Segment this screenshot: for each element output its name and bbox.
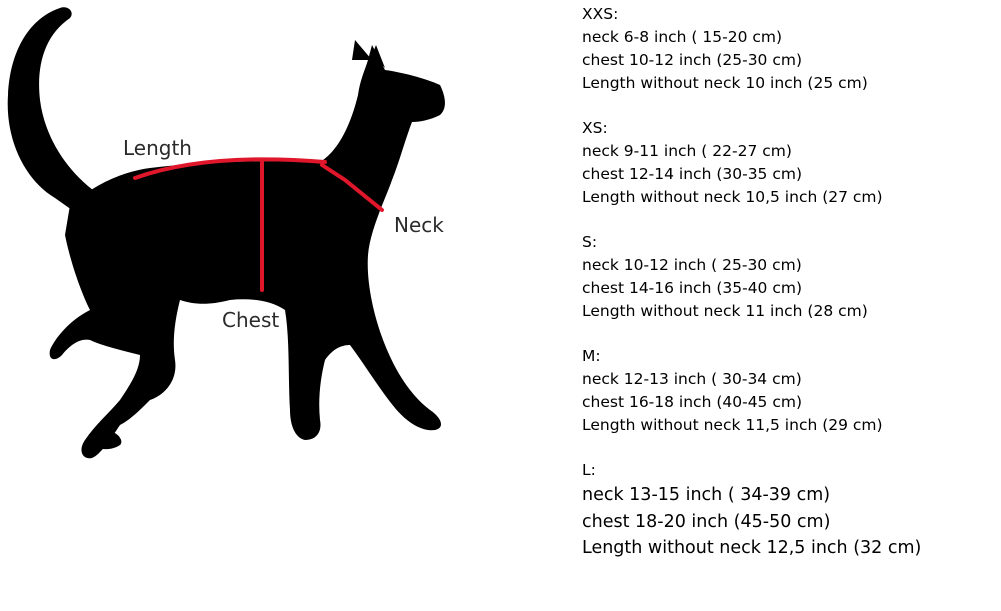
measurement-lines [133,157,384,292]
length-size: Length without neck 10 inch (25 cm) [582,74,868,92]
neck-size: neck 12-13 inch ( 30-34 cm) [582,370,802,388]
size-block-l: L: neck 13-15 inch ( 34-39 cm) chest 18-… [582,459,992,562]
cat-measurement-diagram: Length Chest Neck [7,7,445,459]
size-chart: XXS: neck 6-8 inch ( 15-20 cm) chest 10-… [582,3,992,584]
length-size: Length without neck 11,5 inch (29 cm) [582,416,883,434]
size-name: XS: [582,119,608,137]
size-name: M: [582,347,601,365]
length-size: Length without neck 12,5 inch (32 cm) [582,538,922,558]
neck-size: neck 9-11 inch ( 22-27 cm) [582,142,792,160]
size-block-xxs: XXS: neck 6-8 inch ( 15-20 cm) chest 10-… [582,3,992,95]
neck-size: neck 6-8 inch ( 15-20 cm) [582,28,783,46]
length-measure-line [133,157,327,180]
size-name: S: [582,233,598,251]
size-block-s: S: neck 10-12 inch ( 25-30 cm) chest 14-… [582,231,992,323]
neck-size: neck 10-12 inch ( 25-30 cm) [582,256,802,274]
chest-size: chest 14-16 inch (35-40 cm) [582,279,803,297]
neck-measure-line [320,163,384,212]
length-size: Length without neck 10,5 inch (27 cm) [582,188,883,206]
chest-size: chest 16-18 inch (40-45 cm) [582,393,803,411]
size-block-xs: XS: neck 9-11 inch ( 22-27 cm) chest 12-… [582,117,992,209]
size-block-m: M: neck 12-13 inch ( 30-34 cm) chest 16-… [582,345,992,437]
neck-label: Neck [394,213,444,237]
length-label: Length [123,136,192,160]
neck-size: neck 13-15 inch ( 34-39 cm) [582,485,831,505]
chest-size: chest 18-20 inch (45-50 cm) [582,511,831,532]
chest-size: chest 10-12 inch (25-30 cm) [582,51,803,69]
length-size: Length without neck 11 inch (28 cm) [582,302,868,320]
cat-silhouette [7,7,445,459]
chest-label: Chest [222,308,279,332]
size-name: XXS: [582,5,619,23]
size-name: L: [582,461,596,479]
chest-size: chest 12-14 inch (30-35 cm) [582,165,803,183]
